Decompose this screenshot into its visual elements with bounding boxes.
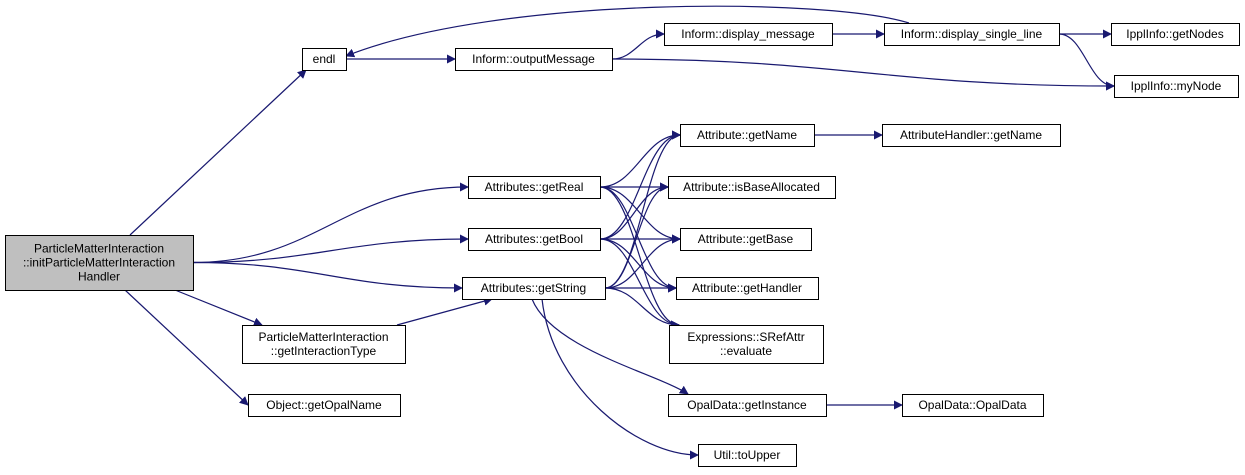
edge-getReal-to-getHandler [599, 186, 677, 293]
node-isBaseAllocated[interactable]: Attribute::isBaseAllocated [668, 176, 836, 199]
node-box[interactable] [669, 325, 824, 364]
edge-getString-to-getInstance [531, 298, 689, 395]
edge-getReal-to-getBase [599, 186, 681, 244]
node-box[interactable] [242, 325, 406, 364]
node-label: ParticleMatterInteraction [258, 330, 388, 344]
node-box[interactable] [882, 124, 1061, 147]
node-label: Handler [78, 270, 120, 284]
node-myNode[interactable]: IpplInfo::myNode [1114, 75, 1239, 98]
node-box[interactable] [455, 48, 613, 71]
node-endl[interactable]: endl [302, 48, 347, 71]
node-getInstance[interactable]: OpalData::getInstance [668, 394, 827, 417]
edge-getString-to-evaluate [604, 287, 680, 330]
node-box[interactable] [468, 228, 601, 251]
node-evaluate[interactable]: Expressions::SRefAttr::evaluate [669, 325, 824, 364]
edge-root-to-getOpalName [124, 289, 249, 406]
node-label: AttributeHandler::getName [900, 128, 1042, 142]
node-outputMessage[interactable]: Inform::outputMessage [455, 48, 613, 71]
edge-outputMessage-to-display_message [611, 29, 665, 60]
node-box[interactable] [1111, 23, 1240, 46]
node-attrHandler_getName[interactable]: AttributeHandler::getName [882, 124, 1061, 147]
edge-root-to-getReal [192, 182, 469, 264]
node-getOpalName[interactable]: Object::getOpalName [248, 394, 401, 417]
node-box[interactable] [462, 277, 606, 300]
node-box[interactable] [698, 444, 797, 467]
node-getNodes[interactable]: IpplInfo::getNodes [1111, 23, 1240, 46]
node-label: Attributes::getBool [485, 232, 583, 246]
node-box[interactable] [302, 48, 347, 71]
node-box[interactable] [680, 228, 812, 251]
node-display_message[interactable]: Inform::display_message [664, 23, 833, 46]
node-box[interactable] [664, 23, 833, 46]
node-label: endl [313, 52, 336, 66]
node-box[interactable] [248, 394, 401, 417]
node-label: Attribute::getName [697, 128, 797, 142]
edge-root-to-endl [129, 69, 307, 236]
edge-root-to-getBool [192, 234, 469, 264]
edge-display_single_line-to-myNode [1058, 33, 1115, 91]
edge-getBool-to-isBaseAllocated [599, 182, 669, 240]
node-root[interactable]: ParticleMatterInteraction::initParticleM… [5, 235, 194, 291]
node-label: IpplInfo::myNode [1131, 79, 1222, 93]
node-getInteractionType[interactable]: ParticleMatterInteraction::getInteractio… [242, 325, 406, 364]
node-box[interactable] [676, 277, 819, 300]
node-getHandler[interactable]: Attribute::getHandler [676, 277, 819, 300]
node-box[interactable] [680, 124, 815, 147]
edge-getReal-to-evaluate [599, 186, 680, 330]
node-label: IpplInfo::getNodes [1126, 27, 1223, 41]
node-display_single_line[interactable]: Inform::display_single_line [884, 23, 1060, 46]
node-label: Attribute::isBaseAllocated [683, 180, 820, 194]
node-label: ::getInteractionType [271, 344, 377, 358]
node-label: Attribute::getBase [698, 232, 794, 246]
edge-getInteractionType-to-getString [396, 296, 493, 326]
edges-layer [124, 5, 1115, 460]
node-toUpper[interactable]: Util::toUpper [698, 444, 797, 467]
node-label: Attributes::getString [481, 281, 586, 295]
edge-root-to-getString [192, 261, 463, 293]
node-label: Inform::display_message [681, 27, 815, 41]
node-label: OpalData::OpalData [918, 398, 1026, 412]
edge-getBool-to-getHandler [599, 238, 677, 293]
edge-getString-to-getBase [604, 234, 681, 289]
node-getReal[interactable]: Attributes::getReal [468, 176, 601, 199]
edge-outputMessage-to-myNode [611, 58, 1115, 91]
node-getBase[interactable]: Attribute::getBase [680, 228, 812, 251]
node-label: Expressions::SRefAttr [687, 330, 804, 344]
edge-getBool-to-attr_getName [599, 130, 681, 240]
node-opalData[interactable]: OpalData::OpalData [902, 394, 1044, 417]
nodes-layer: ParticleMatterInteraction::initParticleM… [5, 23, 1240, 467]
node-box[interactable] [5, 235, 194, 291]
node-box[interactable] [902, 394, 1044, 417]
edge-getReal-to-attr_getName [599, 130, 681, 188]
edge-getString-to-toUpper [541, 298, 699, 460]
node-box[interactable] [1114, 75, 1239, 98]
node-label: Attributes::getReal [485, 180, 584, 194]
node-box[interactable] [668, 394, 827, 417]
edge-getBool-to-evaluate [599, 238, 680, 330]
node-label: Inform::outputMessage [472, 52, 595, 66]
edge-display_single_line-to-endl [345, 5, 910, 58]
node-label: OpalData::getInstance [687, 398, 807, 412]
node-getString[interactable]: Attributes::getString [462, 277, 606, 300]
node-getBool[interactable]: Attributes::getBool [468, 228, 601, 251]
edge-getString-to-isBaseAllocated [604, 182, 669, 289]
node-box[interactable] [884, 23, 1060, 46]
node-label: Util::toUpper [714, 448, 781, 462]
node-attr_getName[interactable]: Attribute::getName [680, 124, 815, 147]
node-label: ::evaluate [720, 344, 772, 358]
node-box[interactable] [668, 176, 836, 199]
node-label: Object::getOpalName [266, 398, 382, 412]
node-label: Attribute::getHandler [692, 281, 802, 295]
node-label: ::initParticleMatterInteraction [23, 256, 175, 270]
node-label: Inform::display_single_line [901, 27, 1043, 41]
node-label: ParticleMatterInteraction [34, 242, 164, 256]
node-box[interactable] [468, 176, 601, 199]
edge-root-to-getInteractionType [174, 289, 263, 327]
